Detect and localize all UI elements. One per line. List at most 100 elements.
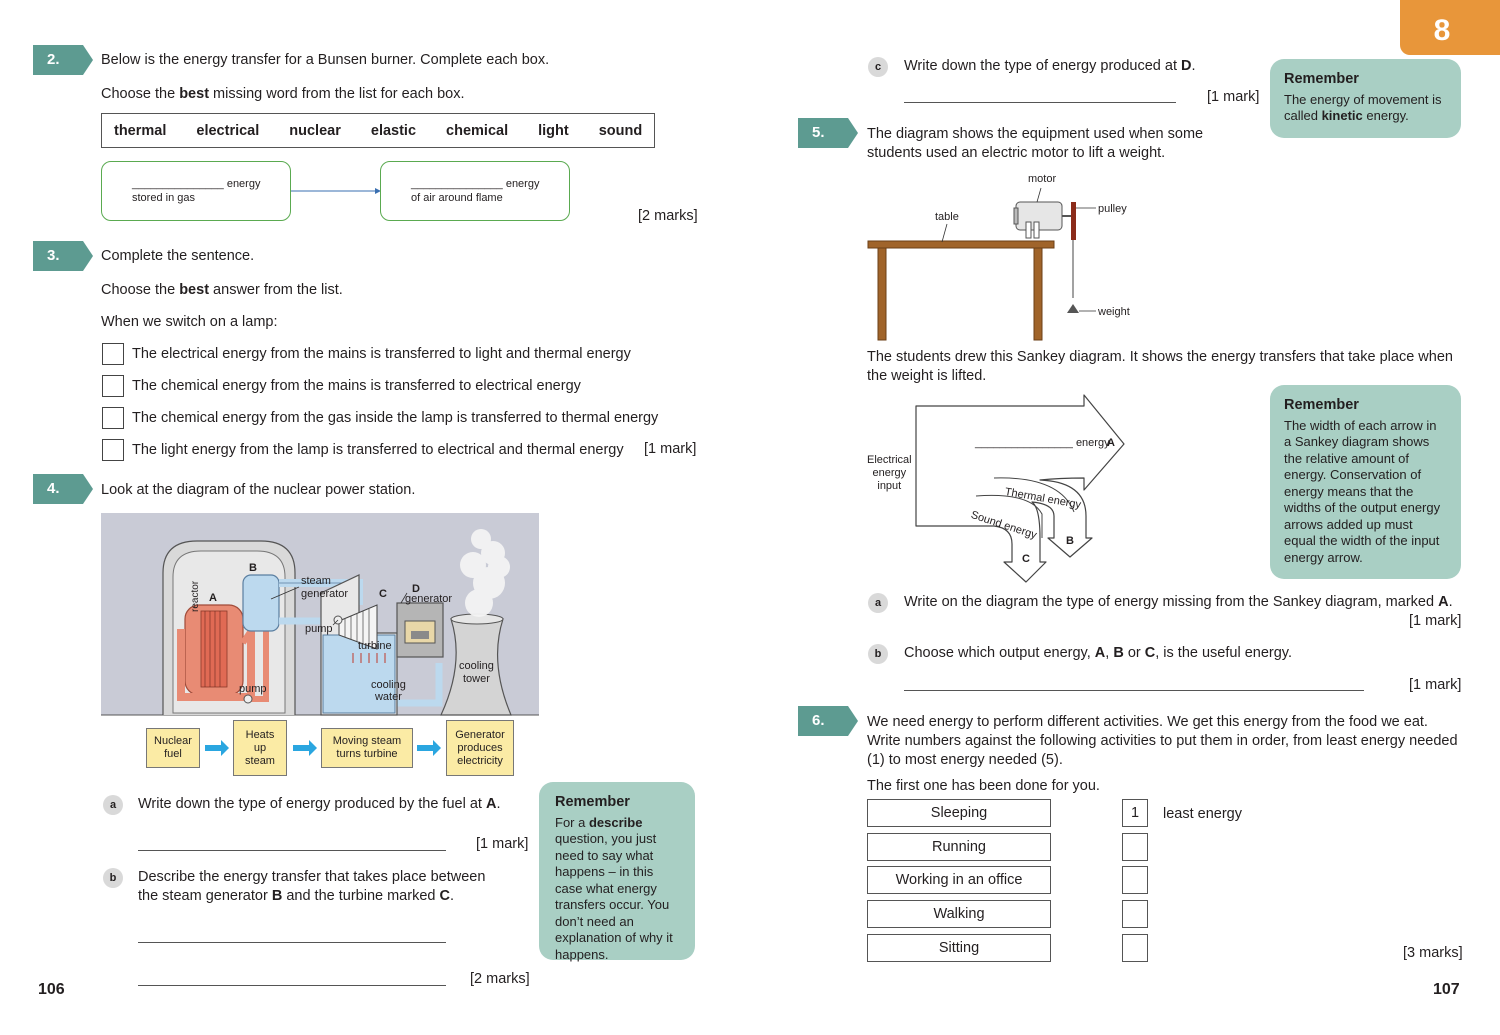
word-electrical: electrical <box>196 122 260 139</box>
q2-marks: [2 marks] <box>638 208 698 224</box>
energy-box-1-sub: stored in gas <box>132 192 195 204</box>
q4b-answer-line-2[interactable] <box>138 985 446 986</box>
energy-box-2[interactable]: _______________ energy of air around fla… <box>380 161 570 221</box>
question-number-3: 3. <box>33 241 93 271</box>
remember-text: The width of each arrow in a Sankey diag… <box>1284 417 1441 565</box>
sankey-a-blank: ________________ energy <box>975 437 1110 449</box>
word-sound: sound <box>598 122 643 139</box>
q5a-label: a <box>868 593 888 613</box>
activity-working-office: Working in an office <box>867 866 1051 894</box>
q3-option-4: The light energy from the lamp is transf… <box>132 442 624 458</box>
remember-title: Remember <box>1284 397 1359 413</box>
question-number-4: 4. <box>33 474 93 504</box>
word-elastic: elastic <box>370 122 417 139</box>
q4c-label: c <box>868 57 888 77</box>
question-number-5: 5. <box>798 118 858 148</box>
remember-title: Remember <box>555 794 630 810</box>
label-weight: weight <box>1098 306 1130 318</box>
q3-option-2-checkbox[interactable] <box>102 375 124 397</box>
word-thermal: thermal <box>114 122 167 139</box>
activity-sleeping: Sleeping <box>867 799 1051 827</box>
order-box-5[interactable] <box>1122 934 1148 962</box>
remember-box-sankey: Remember The width of each arrow in a Sa… <box>1270 385 1461 579</box>
label-generator: generator <box>405 593 453 605</box>
question-tab-shape <box>798 118 858 148</box>
q3-option-1-checkbox[interactable] <box>102 343 124 365</box>
flow-box-2: Heats up steam <box>233 720 287 776</box>
q4c-text: Write down the type of energy produced a… <box>904 58 1196 74</box>
q5b-answer-line[interactable] <box>904 690 1364 691</box>
q2-instruction: Choose the best missing word from the li… <box>101 86 465 102</box>
page-number-right: 107 <box>1433 981 1460 998</box>
order-box-1: 1 <box>1122 799 1148 827</box>
word-nuclear: nuclear <box>289 122 341 139</box>
question-tab-shape <box>798 706 858 736</box>
question-tab-shape <box>33 241 93 271</box>
order-box-2[interactable] <box>1122 833 1148 861</box>
label-reactor: reactor <box>190 580 201 612</box>
energy-box-1-blank: _______________ energy <box>132 178 261 190</box>
q6-done: The first one has been done for you. <box>867 778 1100 794</box>
motor-lift-diagram <box>867 187 1096 341</box>
remember-text: For a describe question, you just need t… <box>555 814 673 962</box>
q3-option-3: The chemical energy from the gas inside … <box>132 410 659 426</box>
label-pump-upper: pump <box>305 623 333 635</box>
sankey-diagram <box>915 394 1125 583</box>
question-number-6: 6. <box>798 706 858 736</box>
q3-option-3-checkbox[interactable] <box>102 407 124 429</box>
q4a-text: Write down the type of energy produced b… <box>138 796 501 812</box>
page-number-left: 106 <box>38 981 65 998</box>
diagram-label-C: C <box>379 588 387 600</box>
label-motor: motor <box>1028 173 1057 185</box>
q4b-answer-line-1[interactable] <box>138 942 446 943</box>
sankey-letter-A: A <box>1107 437 1115 449</box>
chapter-number: 8 <box>1433 14 1451 47</box>
label-pulley: pulley <box>1098 203 1127 215</box>
label-steam-generator: steam generator <box>301 575 349 600</box>
flow-box-3: Moving steam turns turbine <box>321 728 413 768</box>
q4b-text-line2: the steam generator B and the turbine ma… <box>138 888 454 904</box>
flow-box-4: Generator produces electricity <box>446 720 514 776</box>
order-box-3[interactable] <box>1122 866 1148 894</box>
label-cooling-water: cooling water <box>371 679 406 703</box>
q4a-answer-line[interactable] <box>138 850 446 851</box>
activity-sitting: Sitting <box>867 934 1051 962</box>
q3-intro: Complete the sentence. <box>101 248 255 264</box>
energy-box-1[interactable]: _______________ energy stored in gas <box>101 161 291 221</box>
q3-instruction: Choose the best answer from the list. <box>101 282 343 298</box>
q5b-label: b <box>868 644 888 664</box>
q3-option-4-checkbox[interactable] <box>102 439 124 461</box>
remember-title: Remember <box>1284 71 1359 87</box>
order-box-4[interactable] <box>1122 900 1148 928</box>
q3-stem: When we switch on a lamp: <box>101 314 278 330</box>
q3-option-1: The electrical energy from the mains is … <box>132 346 631 362</box>
q3-marks: [1 mark] <box>644 441 697 457</box>
word-light: light <box>538 122 569 139</box>
q5b-marks: [1 mark] <box>1409 677 1462 693</box>
sankey-input-label: Electrical energy input <box>867 454 912 492</box>
flow-box-1: Nuclear fuel <box>146 728 200 768</box>
question-tab-shape <box>33 474 93 504</box>
label-cooling-tower: cooling tower <box>459 660 494 685</box>
transfer-arrow <box>291 188 381 194</box>
q4a-label: a <box>103 795 123 815</box>
q4a-marks: [1 mark] <box>476 836 529 852</box>
sankey-intro: The students drew this Sankey diagram. I… <box>867 349 1453 384</box>
energy-box-2-blank: _______________ energy <box>411 178 540 190</box>
q6-intro: We need energy to perform different acti… <box>867 714 1458 768</box>
remember-text: The energy of movement is called kinetic… <box>1284 91 1442 124</box>
label-turbine: turbine <box>358 640 392 652</box>
question-number-2: 2. <box>33 45 93 75</box>
q5-intro: The diagram shows the equipment used whe… <box>867 126 1204 161</box>
word-chemical: chemical <box>446 122 509 139</box>
activity-running: Running <box>867 833 1051 861</box>
q4c-answer-line[interactable] <box>904 102 1176 103</box>
word-bank: thermal electrical nuclear elastic chemi… <box>101 113 655 148</box>
q5a-marks: [1 mark] <box>1409 613 1462 629</box>
remember-box-describe: Remember For a describe question, you ju… <box>539 782 695 962</box>
diagram-label-D: D <box>412 583 420 595</box>
diagram-label-A: A <box>209 592 217 604</box>
q4c-marks: [1 mark] <box>1207 89 1260 105</box>
q4b-text-line1: Describe the energy transfer that takes … <box>138 869 486 885</box>
question-tab-shape <box>33 45 93 75</box>
